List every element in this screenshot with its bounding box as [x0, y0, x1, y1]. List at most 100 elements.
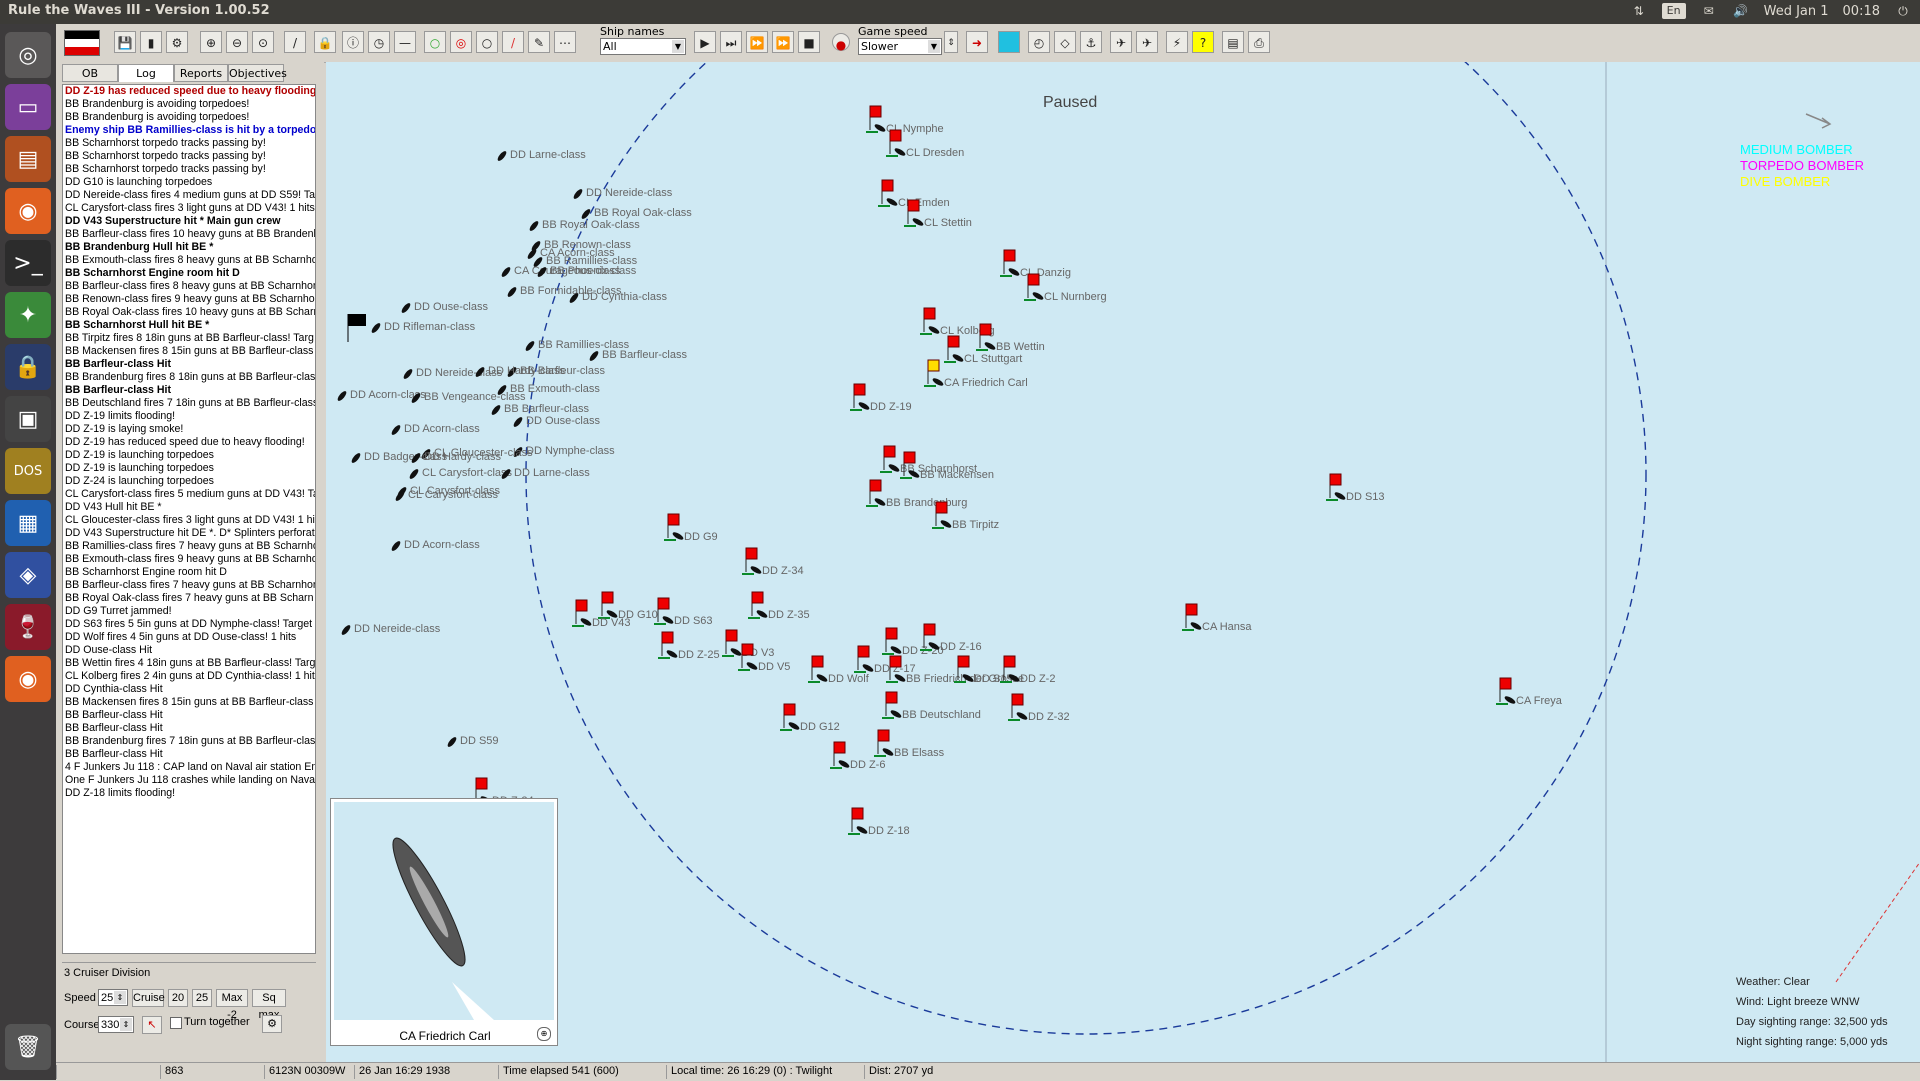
enemy-ship-marker[interactable]: DD Ouse-class [512, 415, 600, 428]
friendly-ship-marker[interactable]: CL Stuttgart [944, 335, 1022, 365]
friendly-ship-marker[interactable]: BB Deutschland [882, 691, 981, 721]
arrow-right-icon[interactable]: ➜ [966, 31, 988, 53]
app-launcher-icon[interactable]: ▭ [5, 84, 51, 130]
cursor-arrow-icon[interactable]: ↖ [142, 1016, 162, 1034]
enemy-ship-marker[interactable]: CL Carysfort-class [408, 467, 513, 480]
enemy-ship-marker[interactable]: DD Larne-class [496, 149, 586, 162]
friendly-ship-marker[interactable]: DD Z-35 [748, 591, 810, 621]
friendly-ship-marker[interactable]: DD V43 [572, 599, 631, 629]
enemy-ship-marker[interactable]: BB Barfleur-class [506, 365, 605, 378]
enemy-ship-marker[interactable]: DD Nereide-class [572, 187, 673, 200]
enemy-ship-marker[interactable]: BB Formidable-class [506, 285, 622, 298]
friendly-ship-marker[interactable]: DD Z-2 [1000, 655, 1055, 685]
friendly-ship-marker[interactable]: DD Z-25 [658, 631, 720, 661]
enemy-ship-marker[interactable]: BB Phoenix-class [536, 265, 637, 278]
info-circle-icon[interactable]: ⓘ [342, 31, 364, 53]
speed-stepper-icon[interactable]: ⇕ [944, 31, 958, 53]
friendly-ship-marker[interactable]: CL Stettin [904, 199, 972, 229]
enemy-ship-marker[interactable]: CA Acorn-class [526, 247, 615, 260]
enemy-ship-marker[interactable]: BB Ramillies-class [532, 255, 638, 268]
sq-max-button[interactable]: Sq max [252, 989, 286, 1021]
dots-icon[interactable]: ⋯ [554, 31, 576, 53]
document-app-icon[interactable]: ▦ [5, 500, 51, 546]
volume-icon[interactable]: 🔊 [1733, 4, 1749, 18]
dash-home-icon[interactable]: ◎ [5, 32, 51, 78]
range-green-icon[interactable]: ○ [424, 31, 446, 53]
friendly-ship-marker[interactable]: DD Z-17 [854, 645, 916, 675]
lock-icon[interactable]: 🔒 [5, 344, 51, 390]
fast-forward-icon[interactable]: ⏩ [772, 31, 794, 53]
turn-together-checkbox[interactable] [170, 1017, 182, 1029]
print-icon[interactable]: ⎙ [1248, 31, 1270, 53]
forward-icon[interactable]: ⏩ [746, 31, 768, 53]
friendly-ship-marker[interactable]: CA Hansa [1182, 603, 1252, 633]
enemy-ship-marker[interactable]: BB Barfleur-class [490, 403, 589, 416]
virtualbox-icon[interactable]: ◈ [5, 552, 51, 598]
max-minus-2-button[interactable]: Max -2 [216, 989, 248, 1021]
friendly-ship-marker[interactable]: DD Z-34 [742, 547, 804, 577]
dosbox-icon[interactable]: DOS [5, 448, 51, 494]
pencil-icon[interactable]: ✎ [528, 31, 550, 53]
record-icon[interactable]: ● [832, 33, 850, 52]
heading-line-icon[interactable]: / [502, 31, 524, 53]
friendly-ship-marker[interactable]: BB Mackensen [900, 451, 994, 481]
lightning-icon[interactable]: ⚡ [1166, 31, 1188, 53]
friendly-ship-marker[interactable]: DD Z-6 [830, 741, 885, 771]
settings-icon[interactable]: ⚙ [262, 1015, 282, 1033]
enemy-ship-marker[interactable]: BB Vengeance-class [410, 391, 526, 404]
friendly-ship-marker[interactable]: CL Nurnberg [1024, 273, 1107, 303]
zoom-fit-icon[interactable]: ⊙ [252, 31, 274, 53]
trash-icon[interactable]: 🗑 [5, 1024, 51, 1070]
tool-icon-3[interactable]: ⚙ [166, 31, 188, 53]
tab-log[interactable]: Log [118, 64, 174, 82]
ship-names-select[interactable]: All ▼ [600, 38, 686, 55]
enemy-ship-marker[interactable]: DD Larne-class [500, 467, 590, 480]
play-icon[interactable]: ▶ [694, 31, 716, 53]
speed-20-button[interactable]: 20 [168, 989, 188, 1007]
tab-objectives[interactable]: Objectives [228, 64, 287, 82]
friendly-ship-marker[interactable]: DD Z-32 [1008, 693, 1070, 723]
friendly-ship-marker[interactable]: CA Freya [1496, 677, 1563, 707]
speed-input[interactable]: 25⇕ [98, 989, 128, 1006]
friendly-ship-marker[interactable]: BB Scharnhorst [880, 445, 977, 475]
friendly-ship-marker[interactable]: CL Nymphe [866, 105, 944, 135]
speed-25-button[interactable]: 25 [192, 989, 212, 1007]
friendly-ship-marker[interactable]: BB Brandenburg [866, 479, 967, 509]
system-date[interactable]: Wed Jan 1 [1763, 3, 1829, 19]
friendly-ship-marker[interactable]: DD V5 [738, 643, 790, 673]
enemy-ship-marker[interactable]: CL Carysfort-class [394, 489, 499, 502]
friendly-ship-marker[interactable]: BB Elsass [874, 729, 945, 759]
tool-icon-2[interactable]: ▮ [140, 31, 162, 53]
stop-icon[interactable]: ■ [798, 31, 820, 53]
window-app-icon[interactable]: ▣ [5, 396, 51, 442]
help-icon[interactable]: ? [1192, 31, 1214, 53]
friendly-ship-marker[interactable]: BB Wettin [976, 323, 1045, 353]
enemy-ship-marker[interactable]: BB Exmouth-class [496, 383, 600, 396]
aircraft-icon[interactable]: ✈ [1110, 31, 1132, 53]
save-icon[interactable]: 💾 [114, 31, 136, 53]
friendly-ship-marker[interactable]: BB Tirpitz [932, 501, 999, 531]
enemy-ship-marker[interactable]: CL Gloucester-class [420, 447, 533, 460]
cruise-button[interactable]: Cruise [132, 989, 165, 1007]
range-red-icon[interactable]: ◎ [450, 31, 472, 53]
enemy-ship-marker[interactable]: DD Rifleman-class [370, 321, 476, 334]
friendly-ship-marker[interactable]: DD S13 [1326, 473, 1385, 503]
enemy-ship-marker[interactable]: DD Hardy-class [410, 451, 502, 464]
friendly-ship-marker[interactable]: DD Wolf [808, 655, 870, 685]
friendly-ship-marker[interactable]: DD G9 [664, 513, 718, 543]
compass-icon[interactable]: ⊕ [537, 1027, 551, 1041]
enemy-ship-marker[interactable]: BB Royal Oak-class [580, 207, 692, 220]
brush-icon[interactable]: / [284, 31, 306, 53]
wine-icon[interactable]: 🍷 [5, 604, 51, 650]
firefox-icon[interactable]: ◉ [5, 188, 51, 234]
friendly-ship-marker[interactable]: CL Dresden [886, 129, 964, 159]
enemy-ship-marker[interactable]: DD Nymphe-class [512, 445, 615, 458]
enemy-ship-marker[interactable]: DD Acorn-class [390, 423, 480, 436]
zoom-in-icon[interactable]: ⊕ [200, 31, 222, 53]
enemy-ship-marker[interactable]: BB Ramillies-class [524, 339, 630, 352]
enemy-ship-marker[interactable]: DD Acorn-class [390, 539, 480, 552]
range-gray-icon[interactable]: ○ [476, 31, 498, 53]
battle-log[interactable]: DD Z-19 has reduced speed due to heavy f… [62, 84, 316, 954]
enemy-ship-marker[interactable]: DD Ouse-class [400, 301, 488, 314]
friendly-ship-marker[interactable]: DD S63 [654, 597, 713, 627]
